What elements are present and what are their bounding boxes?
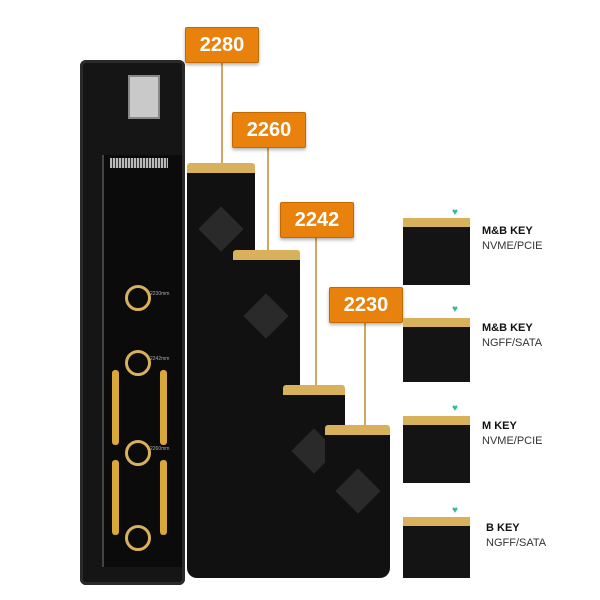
- pad: [160, 460, 167, 535]
- chip: [243, 293, 289, 339]
- ssd-2230: [325, 425, 390, 578]
- mount-hole: [125, 285, 151, 311]
- size-tag-2242: 2242: [280, 202, 354, 238]
- pad: [160, 370, 167, 445]
- heart-icon: ♥: [452, 207, 458, 218]
- size-tag-2230: 2230: [329, 287, 403, 323]
- chip: [198, 206, 244, 252]
- size-tag-2280: 2280: [185, 27, 259, 63]
- heart-icon: ♥: [452, 505, 458, 516]
- usb-c-port: [128, 75, 160, 119]
- mount-hole: [125, 350, 151, 376]
- heart-icon: ♥: [452, 403, 458, 414]
- key-sub: NVME/PCIE: [482, 240, 543, 252]
- key-title: M KEY: [482, 420, 517, 432]
- key-card: [403, 218, 470, 285]
- key-card: [403, 517, 470, 578]
- mount-hole: [125, 440, 151, 466]
- key-sub: NGFF/SATA: [486, 537, 547, 549]
- m2-slot: [110, 158, 168, 168]
- leader-line: [267, 147, 269, 251]
- key-sub: NVME/PCIE: [482, 435, 543, 447]
- mark-2230: 2230mm: [150, 291, 170, 297]
- leader-line: [315, 236, 317, 386]
- key-card: [403, 318, 470, 382]
- size-tag-2260: 2260: [232, 112, 306, 148]
- chip: [335, 468, 381, 514]
- mark-2242: 2242mm: [150, 356, 170, 362]
- pad: [112, 370, 119, 445]
- mount-hole: [125, 525, 151, 551]
- key-title: M&B KEY: [482, 225, 533, 237]
- mark-2260: 2260mm: [150, 446, 170, 452]
- leader-line: [221, 62, 223, 164]
- pad: [112, 460, 119, 535]
- leader-line: [364, 321, 366, 426]
- key-card: [403, 416, 470, 483]
- heart-icon: ♥: [452, 304, 458, 315]
- key-title: M&B KEY: [482, 322, 533, 334]
- key-sub: NGFF/SATA: [482, 337, 543, 349]
- key-title: B KEY: [486, 522, 520, 534]
